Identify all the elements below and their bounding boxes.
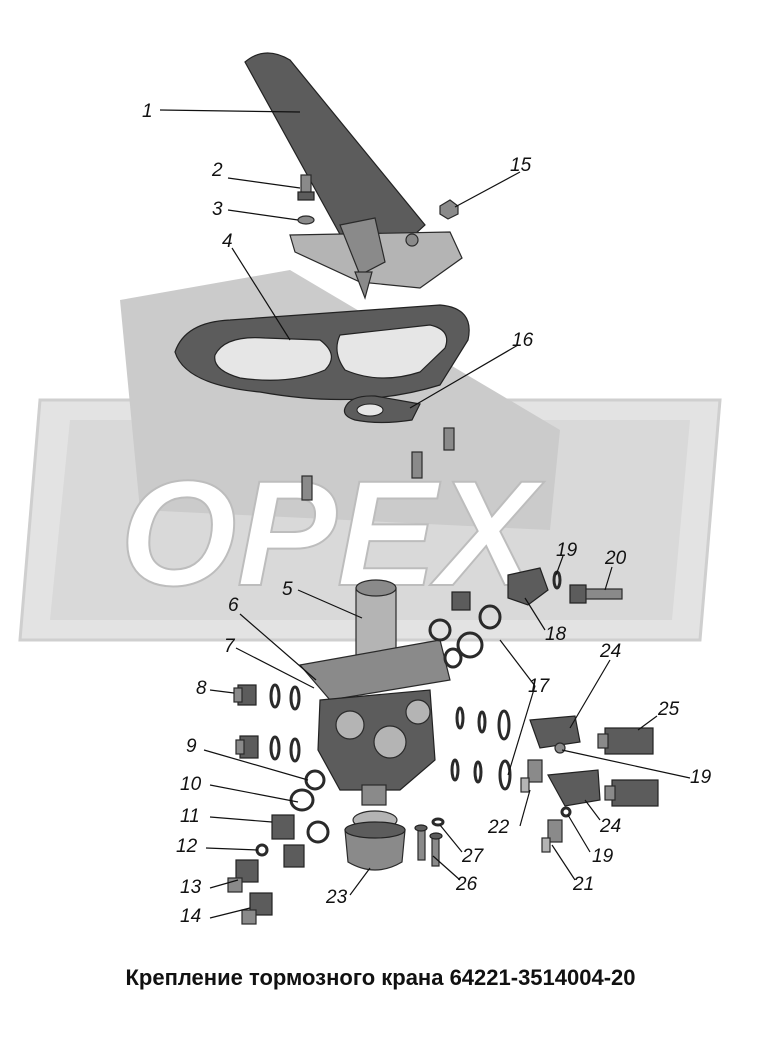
diagram-caption: Крепление тормозного крана 64221-3514004… [125, 965, 636, 990]
fitting-24-bottom [547, 769, 601, 818]
callout-5: 5 [282, 579, 293, 600]
connector-25-bottom [604, 779, 659, 807]
callout-16: 16 [512, 330, 534, 351]
callout-2: 2 [211, 160, 223, 181]
gasket-4 [174, 304, 470, 401]
gasket-16 [343, 395, 421, 424]
washer-3 [297, 215, 315, 225]
callout-26: 26 [455, 874, 478, 895]
brake-valve [298, 579, 451, 806]
callout-20: 20 [604, 548, 627, 569]
nut-top [451, 591, 471, 611]
callout-7: 7 [224, 636, 236, 657]
fitting-14 [241, 892, 273, 925]
bushing-23 [344, 810, 406, 871]
callout-23: 23 [325, 887, 348, 908]
nut-15 [439, 199, 459, 220]
callout-27: 27 [461, 846, 485, 867]
callout-9: 9 [186, 736, 197, 757]
callout-11: 11 [180, 806, 200, 827]
callout-25: 25 [657, 699, 680, 720]
callout-4: 4 [222, 231, 233, 252]
studs [301, 427, 455, 501]
pedal [244, 52, 463, 300]
fitting-21 [541, 819, 563, 853]
connector-25-top [597, 727, 654, 755]
bolt-2 [297, 174, 315, 201]
callouts: 1 2 3 4 5 6 7 8 9 10 11 12 13 14 15 16 1… [142, 101, 712, 927]
callout-22: 22 [487, 817, 510, 838]
o-rings-left [255, 683, 330, 857]
callout-12: 12 [176, 836, 198, 857]
leader-lines [159, 109, 691, 919]
callout-6: 6 [228, 595, 239, 616]
bolt-20 [569, 584, 623, 604]
fitting-13 [227, 844, 305, 893]
fitting-11 [271, 814, 295, 840]
bolts-26-27 [414, 817, 445, 867]
callout-17: 17 [528, 676, 551, 697]
callout-18: 18 [545, 624, 567, 645]
callout-19-a: 19 [556, 540, 578, 561]
callout-24-a: 24 [599, 641, 621, 662]
callout-8: 8 [196, 678, 207, 699]
callout-15: 15 [510, 155, 532, 176]
plug-8 [233, 684, 257, 706]
watermark-text: OPEX [120, 449, 545, 617]
callout-10: 10 [180, 774, 202, 795]
plug-9 [235, 735, 259, 759]
callout-14: 14 [180, 906, 201, 927]
callout-13: 13 [180, 877, 202, 898]
fitting-22 [520, 759, 543, 793]
callout-19-b: 19 [690, 767, 712, 788]
fitting-24-top [529, 715, 581, 754]
callout-19-c: 19 [592, 846, 614, 867]
o-rings-right [428, 604, 512, 791]
callout-1: 1 [142, 101, 153, 122]
callout-3: 3 [212, 199, 223, 220]
callout-21: 21 [572, 874, 594, 895]
callout-24-b: 24 [599, 816, 621, 837]
